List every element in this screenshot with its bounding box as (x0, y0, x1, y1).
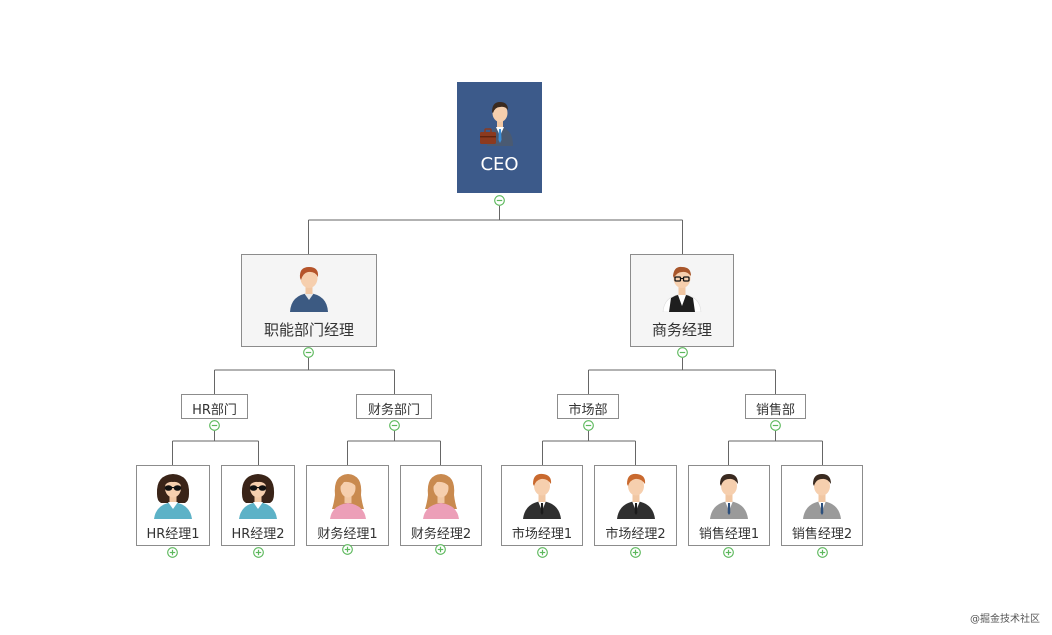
node-label: 市场部 (568, 403, 608, 418)
collapse-toggle-icon[interactable] (303, 347, 314, 358)
man-grey-suit-avatar-icon (797, 469, 847, 519)
woman-sunglasses-avatar-icon (148, 469, 198, 519)
expand-toggle-icon[interactable] (723, 547, 734, 558)
collapse-toggle-icon[interactable] (677, 347, 688, 358)
node-label: 财务经理2 (410, 527, 472, 542)
department-node-sales[interactable]: 销售部 (745, 394, 806, 419)
node-label: HR经理1 (146, 527, 200, 542)
node-label: 市场经理1 (511, 527, 573, 542)
staff-node-hr-1[interactable]: HR经理1 (136, 465, 210, 546)
man-grey-suit-avatar-icon (704, 469, 754, 519)
department-node-hr[interactable]: HR部门 (181, 394, 248, 419)
staff-node-marketing-2[interactable]: 市场经理2 (594, 465, 677, 546)
man-sweater-avatar-icon (284, 262, 334, 312)
expand-toggle-icon[interactable] (167, 547, 178, 558)
staff-node-finance-2[interactable]: 财务经理2 (400, 465, 482, 546)
expand-toggle-icon[interactable] (435, 544, 446, 555)
department-node-marketing[interactable]: 市场部 (557, 394, 619, 419)
node-label: 财务经理1 (317, 527, 378, 542)
collapse-toggle-icon[interactable] (389, 420, 400, 431)
expand-toggle-icon[interactable] (342, 544, 353, 555)
node-label: 销售经理2 (791, 527, 853, 542)
man-glasses-vest-avatar-icon (657, 262, 707, 312)
expand-toggle-icon[interactable] (537, 547, 548, 558)
collapse-toggle-icon[interactable] (770, 420, 781, 431)
expand-toggle-icon[interactable] (817, 547, 828, 558)
man-suit-avatar-icon (517, 469, 567, 519)
node-label: 职能部门经理 (263, 321, 354, 339)
man-suit-avatar-icon (611, 469, 661, 519)
collapse-toggle-icon[interactable] (583, 420, 594, 431)
manager-node-functional[interactable]: 职能部门经理 (241, 254, 377, 347)
node-label: 商务经理 (651, 321, 712, 339)
node-label: HR部门 (192, 403, 237, 418)
collapse-toggle-icon[interactable] (209, 420, 220, 431)
woman-sunglasses-avatar-icon (233, 469, 283, 519)
manager-node-business[interactable]: 商务经理 (630, 254, 734, 347)
collapse-toggle-icon[interactable] (494, 195, 505, 206)
node-label: 市场经理2 (605, 527, 666, 542)
expand-toggle-icon[interactable] (630, 547, 641, 558)
expand-toggle-icon[interactable] (253, 547, 264, 558)
staff-node-marketing-1[interactable]: 市场经理1 (501, 465, 583, 546)
staff-node-finance-1[interactable]: 财务经理1 (306, 465, 389, 546)
woman-avatar-icon (323, 469, 373, 519)
staff-node-sales-1[interactable]: 销售经理1 (688, 465, 770, 546)
staff-node-sales-2[interactable]: 销售经理2 (781, 465, 863, 546)
woman-avatar-icon (416, 469, 466, 519)
node-label: HR经理2 (231, 527, 285, 542)
node-label: 销售经理1 (698, 527, 760, 542)
ceo-node[interactable]: CEO (457, 82, 542, 193)
node-label: 财务部门 (367, 403, 420, 418)
department-node-finance[interactable]: 财务部门 (356, 394, 432, 419)
watermark: @掘金技术社区 (970, 614, 1040, 625)
node-label: CEO (480, 154, 519, 175)
node-label: 销售部 (755, 403, 795, 418)
businessman-briefcase-icon (475, 96, 525, 146)
staff-node-hr-2[interactable]: HR经理2 (221, 465, 295, 546)
